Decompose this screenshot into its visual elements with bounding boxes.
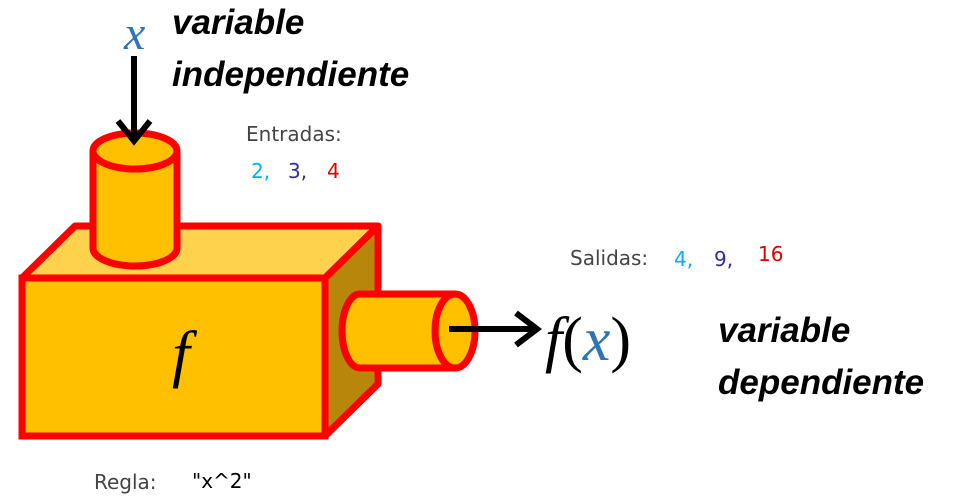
input-value-2: 3, <box>288 159 308 183</box>
output-open-paren: ( <box>562 306 583 374</box>
box-front-face <box>18 274 329 440</box>
input-value-1: 2, <box>251 159 271 183</box>
output-arrow <box>449 310 542 348</box>
outputs-title: Salidas: <box>570 246 649 270</box>
output-value-3: 16 <box>758 242 784 266</box>
input-arrow <box>115 56 153 146</box>
dependent-variable-label-line1: variable <box>718 311 851 350</box>
independent-variable-label-line2: independiente <box>172 55 410 94</box>
output-function-notation: f(x) <box>545 309 631 371</box>
dependent-variable-label-line2: dependiente <box>718 363 925 402</box>
inputs-title: Entradas: <box>246 122 342 146</box>
rule-title: Regla: <box>94 470 157 494</box>
input-x-symbol: x <box>124 7 146 60</box>
input-value-3: 4 <box>327 159 340 183</box>
box-top-face <box>18 222 382 282</box>
output-close-paren: ) <box>610 306 632 374</box>
independent-variable-label-line1: variable <box>172 3 305 42</box>
machine-f-symbol: f <box>172 318 190 389</box>
output-x-symbol: x <box>582 306 611 374</box>
rule-value: "x^2" <box>192 469 252 493</box>
output-f-symbol: f <box>545 306 563 374</box>
output-value-2: 9, <box>714 247 734 271</box>
output-value-1: 4, <box>674 247 694 271</box>
input-cylinder <box>89 129 181 270</box>
